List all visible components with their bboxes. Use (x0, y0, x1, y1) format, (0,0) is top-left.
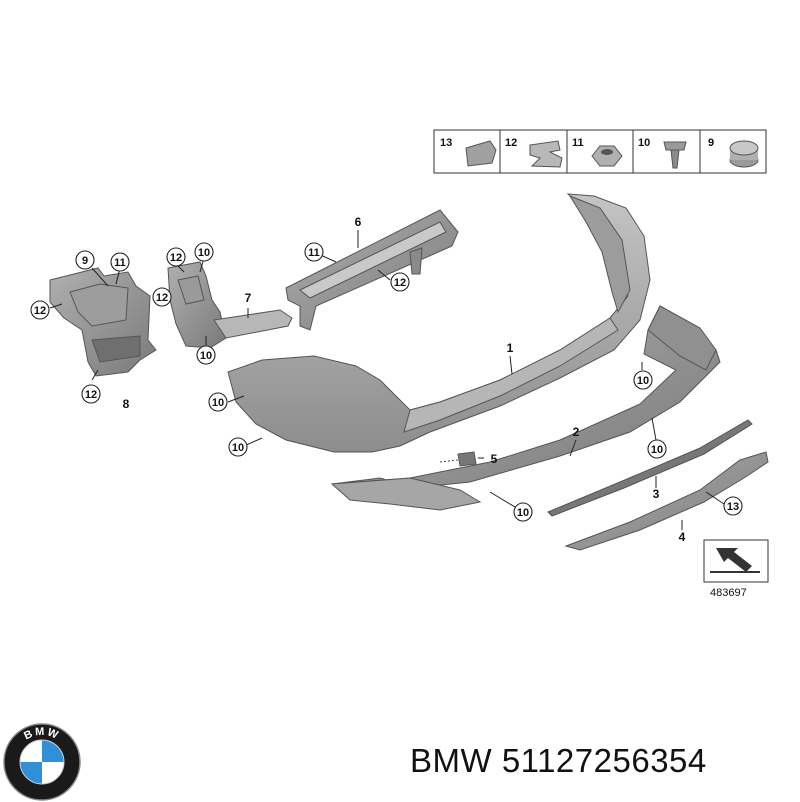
callout-10-diffuser-top: 10 (637, 375, 649, 387)
callout-12-bottom: 12 (85, 389, 97, 401)
strip-label-11: 11 (572, 137, 584, 149)
clip-13-icon (465, 140, 497, 167)
strip-label-9: 9 (708, 137, 714, 149)
bumper-1 (227, 193, 651, 453)
small-parts-strip: 13 12 11 10 9 (433, 129, 767, 174)
diagram-number: 483697 (710, 587, 747, 599)
callouts: 9 11 12 12 12 12 10 10 11 12 10 10 10 10… (30, 242, 743, 522)
reflector-5 (439, 451, 477, 467)
part-label-3: 3 (653, 487, 660, 501)
screw-10-icon (663, 141, 687, 151)
callout-10-bumper-side: 10 (212, 397, 224, 409)
callout-10-bracket-bottom: 10 (200, 350, 212, 362)
bracket-8 (49, 267, 169, 377)
trim-strip-3 (547, 419, 753, 517)
bmw-logo: BMW (3, 723, 81, 801)
callout-12-guide: 12 (394, 277, 406, 289)
callout-11-guide: 11 (308, 247, 320, 259)
strip-label-12: 12 (505, 137, 517, 149)
part-label-6: 6 (355, 215, 362, 229)
part-label-2: 2 (573, 425, 580, 439)
logo-text: BMW (22, 726, 59, 743)
part-label-5: 5 (491, 452, 498, 466)
callout-11-left: 11 (114, 257, 126, 269)
diffuser-2 (330, 305, 721, 511)
part-label-8: 8 (123, 397, 130, 411)
svg-text:BMW: BMW (22, 726, 61, 743)
callout-13: 13 (727, 501, 739, 513)
callout-10-diffuser-right: 10 (651, 444, 663, 456)
callout-12-mid: 12 (156, 292, 168, 304)
part-numbers: 1 2 3 4 5 6 7 8 (123, 215, 686, 544)
part-label-1: 1 (507, 341, 514, 355)
callout-10-diffuser-bottom: 10 (517, 507, 529, 519)
strip-label-10: 10 (638, 137, 650, 149)
guide-6 (285, 209, 459, 331)
part-number-caption: BMW 51127256354 (410, 742, 707, 779)
part-label-7: 7 (245, 291, 252, 305)
direction-arrow-box (703, 539, 769, 583)
callout-10-bumper-bottom: 10 (232, 442, 244, 454)
callout-12-left: 12 (34, 305, 46, 317)
lower-trim-4 (564, 451, 769, 551)
part-label-4: 4 (679, 530, 686, 544)
spring-clip-12-icon (529, 140, 563, 168)
callout-9: 9 (82, 255, 88, 267)
nut-11-icon (591, 145, 623, 167)
strip-label-13: 13 (440, 137, 452, 149)
callout-12-top: 12 (170, 252, 182, 264)
bracket-7 (167, 261, 293, 349)
callout-10-bracket-top: 10 (198, 247, 210, 259)
